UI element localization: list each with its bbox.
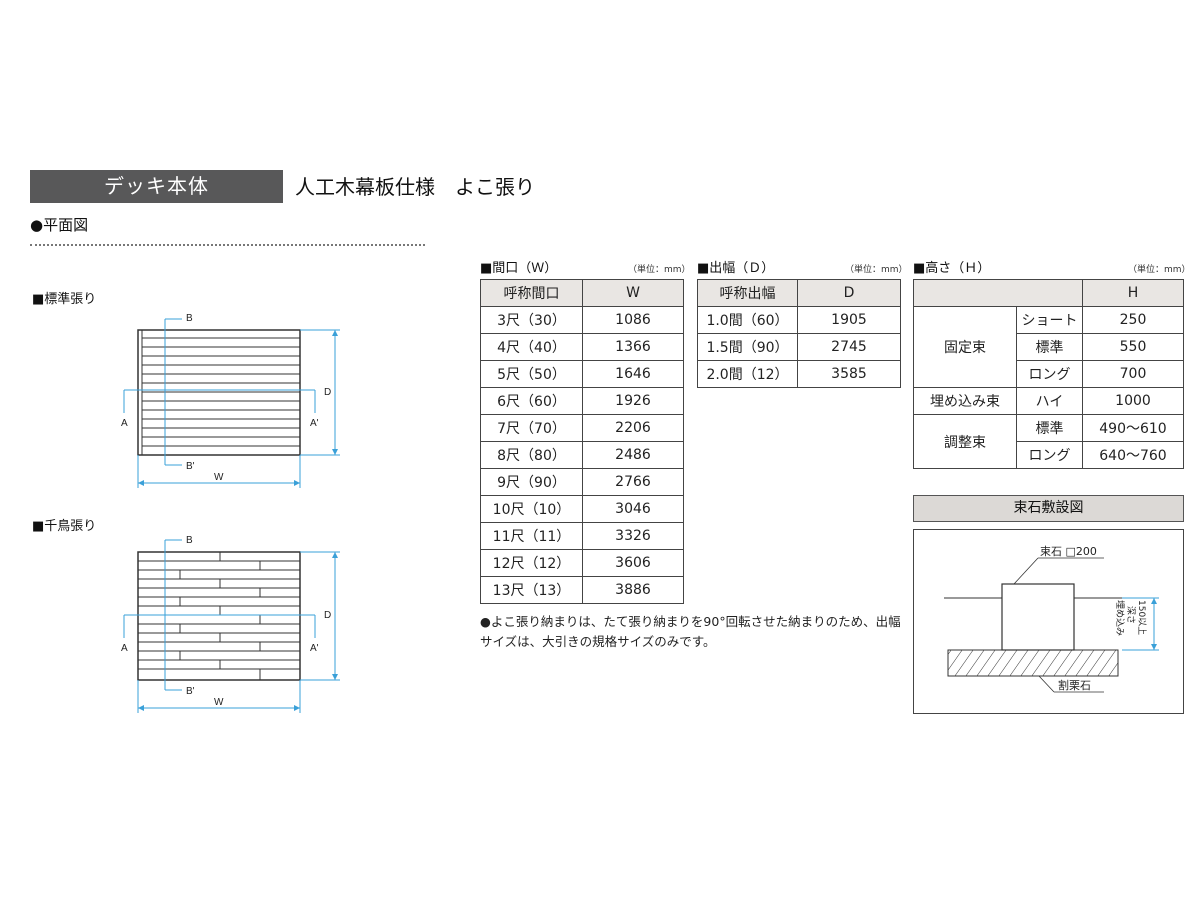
label-w: W xyxy=(214,472,224,483)
foundation-stone xyxy=(1001,583,1075,651)
table-row: 調整束 標準 490〜610 xyxy=(913,414,1184,469)
standard-deck-boards xyxy=(137,329,301,456)
label-a-prime: A' xyxy=(310,643,319,654)
label-b-prime: B' xyxy=(186,461,195,472)
page-title: 人工木幕板仕様 よこ張り xyxy=(295,175,535,199)
label-b: B xyxy=(186,535,193,546)
standard-plan-label: ■標準張り xyxy=(32,292,97,307)
table-row: 1.0間（60）1905 xyxy=(697,306,901,334)
table-row: 6尺（60）1926 xyxy=(480,387,684,415)
label-d: D xyxy=(324,387,331,398)
height-table: H 固定束 ショート 250 標準 550 ロング 700 埋め込み束 ハイ 1… xyxy=(913,279,1184,469)
table-row: 13尺（13）3886 xyxy=(480,576,684,604)
table-row: ロング 700 xyxy=(914,360,1184,388)
table-row: 5尺（50）1646 xyxy=(480,360,684,388)
table-row: ロング 640〜760 xyxy=(914,441,1184,469)
standard-dimension-arrows xyxy=(138,330,338,486)
table-row: 9尺（90）2766 xyxy=(480,468,684,496)
plan-section-title: ●平面図 xyxy=(30,216,89,234)
label-b: B xyxy=(186,313,193,324)
chidori-dimension-arrows xyxy=(138,552,338,711)
table-row: 埋め込み束 ハイ 1000 xyxy=(913,387,1184,415)
height-header-h: H xyxy=(1082,279,1184,307)
foundation-title: 束石敷設図 xyxy=(913,495,1184,522)
depth-table-unit: （単位：mm） xyxy=(845,265,908,275)
label-a: A xyxy=(121,418,128,429)
width-table-title: ■間口（Ｗ） xyxy=(480,261,558,276)
section-tag: デッキ本体 xyxy=(30,170,283,203)
table-row: 7尺（70）2206 xyxy=(480,414,684,442)
width-header-nominal: 呼称間口 xyxy=(480,279,583,307)
standard-dimension-lines xyxy=(123,318,340,488)
dotted-divider xyxy=(30,244,425,246)
foundation-diagram-box: 束石 □200 割栗石 埋め込み 深さ 150以上 xyxy=(913,529,1184,714)
table-row: 12尺（12）3606 xyxy=(480,549,684,577)
label-w: W xyxy=(214,697,224,708)
depth-table-title: ■出幅（Ｄ） xyxy=(697,261,775,276)
label-d: D xyxy=(324,610,331,621)
width-table-unit: （単位：mm） xyxy=(628,265,691,275)
height-table-title: ■高さ（Ｈ） xyxy=(913,261,991,276)
label-b-prime: B' xyxy=(186,686,195,697)
group-fixed: 固定束 xyxy=(913,306,1017,388)
stone-label: 束石 □200 xyxy=(1040,545,1097,558)
depth-label-1: 埋め込み xyxy=(1114,600,1125,636)
gravel-leader xyxy=(1038,675,1055,693)
gravel-label: 割栗石 xyxy=(1058,678,1091,692)
chidori-dimension-lines xyxy=(123,539,340,713)
label-a-prime: A' xyxy=(310,418,319,429)
table-row: 4尺（40）1366 xyxy=(480,333,684,361)
width-table: 呼称間口 W 3尺（30）1086 4尺（40）1366 5尺（50）1646 … xyxy=(480,279,684,604)
table-row: 固定束 ショート 250 xyxy=(913,306,1184,388)
width-header-w: W xyxy=(582,279,684,307)
note-text: ●よこ張り納まりは、たて張り納まりを90°回転させた納まりのため、出幅サイズは、… xyxy=(480,614,901,649)
standard-plan-drawing: B B' A A' W D xyxy=(121,313,340,488)
table-row: 10尺（10）3046 xyxy=(480,495,684,523)
height-header-blank xyxy=(913,279,1083,307)
group-embedded: 埋め込み束 xyxy=(913,387,1017,415)
chidori-plan-label: ■千鳥張り xyxy=(32,519,97,534)
chidori-plan-drawing: B B' A A' W D xyxy=(121,535,340,713)
height-table-unit: （単位：mm） xyxy=(1128,265,1191,275)
group-adjust: 調整束 xyxy=(913,414,1017,469)
stone-leader xyxy=(1013,557,1039,585)
foundation-diagram: 束石 □200 割栗石 埋め込み 深さ 150以上 xyxy=(944,545,1159,693)
gravel-layer xyxy=(947,649,1119,677)
table-row: 3尺（30）1086 xyxy=(480,306,684,334)
table-row: 1.5間（90）2745 xyxy=(697,333,901,361)
depth-label-3: 150以上 xyxy=(1136,600,1147,635)
table-row: 標準 550 xyxy=(914,333,1184,361)
chidori-deck-boards xyxy=(137,551,301,681)
depth-label-2: 深さ xyxy=(1125,606,1136,624)
table-row: 8尺（80）2486 xyxy=(480,441,684,469)
depth-header-nominal: 呼称出幅 xyxy=(697,279,798,307)
depth-table: 呼称出幅 D 1.0間（60）1905 1.5間（90）2745 2.0間（12… xyxy=(697,279,901,388)
table-row: 11尺（11）3326 xyxy=(480,522,684,550)
label-a: A xyxy=(121,643,128,654)
table-row: 2.0間（12）3585 xyxy=(697,360,901,388)
depth-header-d: D xyxy=(797,279,901,307)
